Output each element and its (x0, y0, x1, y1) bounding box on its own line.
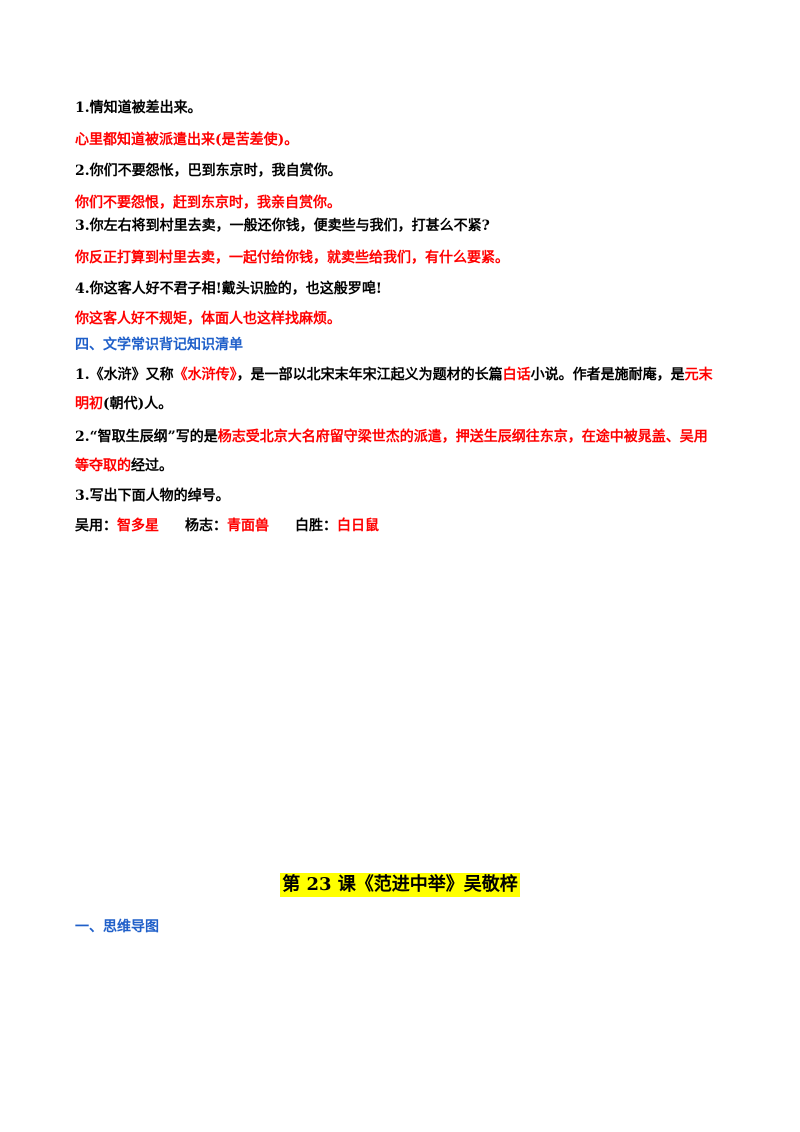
q2-text-1: 2.“智取生辰纲”写的是 (75, 429, 218, 445)
q1-text-3: 小说。作者是施耐庵，是 (530, 367, 685, 383)
q2-text-2: 经过。 (131, 458, 173, 474)
answer-2: 你们不要怨恨，赶到东京时，我亲自赏你。 (75, 195, 341, 211)
nickname-value-2: 青面兽 (227, 518, 269, 534)
nickname-row: 吴用：智多星 杨志：青面兽 白胜：白日鼠 (75, 516, 728, 536)
lesson-title: 第 23 课《范进中举》吴敬梓 (280, 873, 520, 897)
question-3: 3.你左右将到村里去卖，一般还你钱，便卖些与我们，打甚么不紧? (75, 218, 490, 234)
lesson-title-wrap: 第 23 课《范进中举》吴敬梓 (0, 873, 800, 897)
q2-answer-1: 杨志受北京大名府留守梁世杰的派遣，押送生辰纲往东京，在途中被晁盖、吴用 (217, 429, 708, 445)
answer-4: 你这客人好不规矩，体面人也这样找麻烦。 (75, 311, 341, 327)
q1-answer-1: 《水浒传》 (173, 367, 237, 383)
q2-answer-2: 等夺取的 (75, 458, 131, 474)
q1-text-2: ，是一部以北宋末年宋江起义为题材的长篇 (236, 367, 503, 383)
nickname-name-2: 杨志： (185, 518, 227, 534)
literature-q3: 3.写出下面人物的绰号。 (75, 488, 230, 504)
nickname-value-1: 智多星 (117, 518, 159, 534)
q1-answer-4: 明初 (75, 396, 103, 412)
answer-3: 你反正打算到村里去卖，一起付给你钱，就卖些给我们，有什么要紧。 (75, 250, 509, 266)
literature-q2-line2: 等夺取的经过。 (75, 456, 728, 476)
literature-q1-line1: 1.《水浒》又称《水浒传》，是一部以北宋末年宋江起义为题材的长篇白话小说。作者是… (75, 365, 728, 385)
nickname-value-3: 白日鼠 (337, 518, 379, 534)
q1-text-1: 1.《水浒》又称 (75, 367, 174, 383)
literature-q1-line2: 明初(朝代)人。 (75, 394, 728, 414)
literature-heading: 四、文学常识背记知识清单 (75, 337, 243, 353)
q1-answer-2: 白话 (502, 367, 531, 383)
question-1: 1.情知道被差出来。 (75, 100, 202, 116)
question-4: 4.你这客人好不君子相!戴头识脸的，也这般罗唣! (75, 281, 382, 297)
nickname-name-1: 吴用： (75, 518, 117, 534)
q1-answer-3: 元末 (684, 367, 713, 383)
question-2: 2.你们不要怨怅，巴到东京时，我自赏你。 (75, 163, 342, 179)
answer-1: 心里都知道被派遣出来(是苦差使)。 (75, 132, 299, 148)
mind-map-heading: 一、思维导图 (75, 919, 159, 935)
literature-q2-line1: 2.“智取生辰纲”写的是杨志受北京大名府留守梁世杰的派遣，押送生辰纲往东京，在途… (75, 427, 728, 447)
nickname-name-3: 白胜： (295, 518, 337, 534)
q1-text-4: (朝代)人。 (103, 396, 173, 412)
